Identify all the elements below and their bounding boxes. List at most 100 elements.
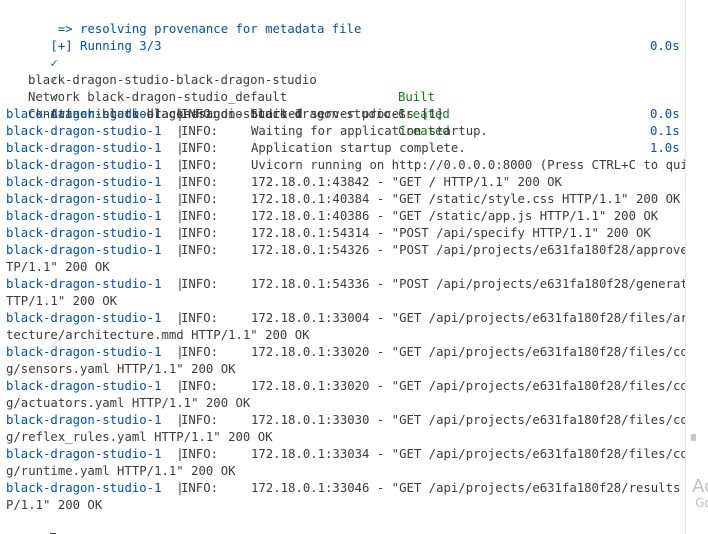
log-message: 172.18.0.1:33046 - "GET /api/projects/e6…	[251, 481, 708, 495]
log-line: black-dragon-studio-1 |INFO: Uvicorn runn…	[6, 157, 703, 174]
log-separator: |	[176, 481, 184, 495]
log-line: black-dragon-studio-1 |INFO:172.18.0.1:5…	[6, 276, 708, 293]
scrollbar[interactable]	[685, 0, 708, 534]
log-service-name: black-dragon-studio-1	[6, 277, 162, 291]
log-message: 172.18.0.1:33030 - "GET /api/projects/e6…	[251, 413, 708, 427]
log-line: black-dragon-studio-1 |INFO: 172.18.0.1:4…	[6, 208, 686, 225]
build-step: ✓ Network black-dragon-studio_default Cr…	[6, 55, 686, 138]
build-step: ✓ Container black-dragon-studio-black-dr…	[6, 72, 686, 155]
log-service-name: black-dragon-studio-1	[6, 192, 162, 206]
log-separator: |	[176, 175, 184, 189]
build-step-status: Built	[398, 90, 436, 104]
log-line-continuation: tecture/architecture.mmd HTTP/1.1" 200 O…	[6, 327, 686, 344]
log-message-continuation: g/actuators.yaml HTTP/1.1" 200 OK	[6, 396, 251, 410]
log-line: black-dragon-studio-1 |INFO: 172.18.0.1:3…	[6, 412, 708, 429]
resolving-text: => resolving provenance for metadata fil…	[50, 22, 362, 36]
log-separator: |	[176, 226, 184, 240]
build-line-running: [+] Running 3/3	[6, 21, 686, 53]
log-level: INFO:	[181, 107, 219, 121]
log-line: black-dragon-studio-1 |INFO:172.18.0.1:3…	[6, 480, 708, 497]
running-status: [+] Running 3/3	[50, 39, 162, 53]
log-separator: |	[176, 243, 184, 257]
log-separator: |	[176, 141, 184, 155]
build-step-time: 0.0s	[650, 107, 680, 121]
log-level: INFO:	[181, 209, 219, 223]
log-line-continuation: g/runtime.yaml HTTP/1.1" 200 OK	[6, 463, 686, 480]
log-separator: |	[176, 447, 184, 461]
log-message-continuation: g/sensors.yaml HTTP/1.1" 200 OK	[6, 362, 236, 376]
log-service-name: black-dragon-studio-1	[6, 345, 162, 359]
log-line-continuation: g/reflex_rules.yaml HTTP/1.1" 200 OK	[6, 429, 686, 446]
log-service-name: black-dragon-studio-1	[6, 413, 162, 427]
log-line-continuation: TTP/1.1" 200 OK	[6, 293, 686, 310]
log-level: INFO:	[181, 192, 219, 206]
log-message: 172.18.0.1:33020 - "GET /api/projects/e6…	[251, 345, 708, 359]
log-message: 172.18.0.1:54326 - "POST /api/projects/e…	[251, 243, 708, 257]
log-service-name: black-dragon-studio-1	[6, 447, 162, 461]
log-level: INFO:	[181, 379, 219, 393]
build-step-time: 1.0s	[650, 141, 680, 155]
log-message: Application startup complete.	[251, 141, 466, 155]
log-level: INFO:	[181, 226, 219, 240]
log-lines: black-dragon-studio-1 |INFO:Started serv…	[6, 106, 708, 514]
log-level: INFO:	[181, 277, 219, 291]
log-line: black-dragon-studio-1 |INFO:Waiting for …	[6, 123, 686, 140]
log-level: INFO:	[181, 141, 219, 155]
log-message: 172.18.0.1:33034 - "GET /api/projects/e6…	[251, 447, 708, 461]
log-level: INFO:	[181, 175, 219, 189]
log-line-continuation: g/actuators.yaml HTTP/1.1" 200 OK	[6, 395, 686, 412]
log-service-name: black-dragon-studio-1	[6, 379, 162, 393]
log-separator: |	[176, 379, 184, 393]
build-step-name: black-dragon-studio-black-dragon-studio	[28, 73, 317, 87]
log-line: black-dragon-studio-1 |INFO:172.18.0.1:3…	[6, 310, 708, 327]
resolving-time: 0.0s	[650, 39, 680, 53]
log-service-name: black-dragon-studio-1	[6, 175, 162, 189]
build-step-time: 0.1s	[650, 124, 680, 138]
terminal-output: => resolving provenance for metadata fil…	[6, 4, 708, 534]
check-icon: ✓	[50, 73, 58, 87]
log-message: 172.18.0.1:40386 - "GET /static/app.js H…	[251, 209, 659, 223]
attach-text: Attaching to black-dragon-studio-1	[50, 107, 303, 121]
log-message: 172.18.0.1:43842 - "GET / HTTP/1.1" 200 …	[251, 175, 562, 189]
log-service-name: black-dragon-studio-1	[6, 107, 162, 121]
log-separator: |	[176, 107, 184, 121]
log-message: 172.18.0.1:40384 - "GET /static/style.cs…	[251, 192, 681, 206]
log-message-continuation: g/reflex_rules.yaml HTTP/1.1" 200 OK	[6, 430, 273, 444]
log-line: black-dragon-studio-1 |INFO:172.18.0.1:3…	[6, 344, 708, 361]
log-message-continuation: P/1.1" 200 OK	[6, 498, 103, 512]
log-message-continuation: TTP/1.1" 200 OK	[6, 294, 118, 308]
log-service-name: black-dragon-studio-1	[6, 481, 162, 495]
log-message: 172.18.0.1:54336 - "POST /api/projects/e…	[251, 277, 708, 291]
log-line: black-dragon-studio-1 |INFO:172.18.0.1:5…	[6, 225, 686, 242]
build-step-status: Created	[398, 107, 450, 121]
log-level: INFO:	[181, 124, 219, 138]
log-line: black-dragon-studio-1 |INFO:172.18.0.1:4…	[6, 191, 686, 208]
check-icon: ✓	[50, 56, 58, 70]
log-message-continuation: g/runtime.yaml HTTP/1.1" 200 OK	[6, 464, 236, 478]
build-step-name: Container black-dragon-studio-black-drag…	[28, 107, 406, 121]
log-message: 172.18.0.1:54314 - "POST /api/specify HT…	[251, 226, 651, 240]
log-line-continuation: TP/1.1" 200 OK	[6, 259, 686, 276]
attach-line: Attaching to black-dragon-studio-1	[6, 89, 686, 121]
build-step-name: Network black-dragon-studio_default	[28, 90, 288, 104]
build-line-resolving: => resolving provenance for metadata fil…	[6, 4, 686, 53]
log-service-name: black-dragon-studio-1	[6, 209, 162, 223]
log-service-name: black-dragon-studio-1	[6, 158, 162, 172]
log-line: black-dragon-studio-1 |INFO:Started serv…	[6, 106, 686, 123]
log-level: INFO:	[181, 158, 219, 172]
log-message: 172.18.0.1:33004 - "GET /api/projects/e6…	[251, 311, 708, 325]
log-line: black-dragon-studio-1 |INFO:172.18.0.1:3…	[6, 378, 708, 395]
log-service-name: black-dragon-studio-1	[6, 311, 162, 325]
log-level: INFO:	[181, 413, 219, 427]
log-message-continuation: tecture/architecture.mmd HTTP/1.1" 200 O…	[6, 328, 310, 342]
log-line: black-dragon-studio-1 |INFO:172.18.0.1:5…	[6, 242, 708, 259]
log-level: INFO:	[181, 311, 219, 325]
check-icon: ✓	[50, 90, 58, 104]
log-message: Uvicorn running on http://0.0.0.0:8000 (…	[251, 158, 703, 172]
log-service-name: black-dragon-studio-1	[6, 124, 162, 138]
log-separator: |	[176, 413, 184, 427]
log-separator: |	[176, 158, 184, 172]
log-line: black-dragon-studio-1 |INFO:Application …	[6, 140, 686, 157]
log-separator: |	[176, 209, 184, 223]
